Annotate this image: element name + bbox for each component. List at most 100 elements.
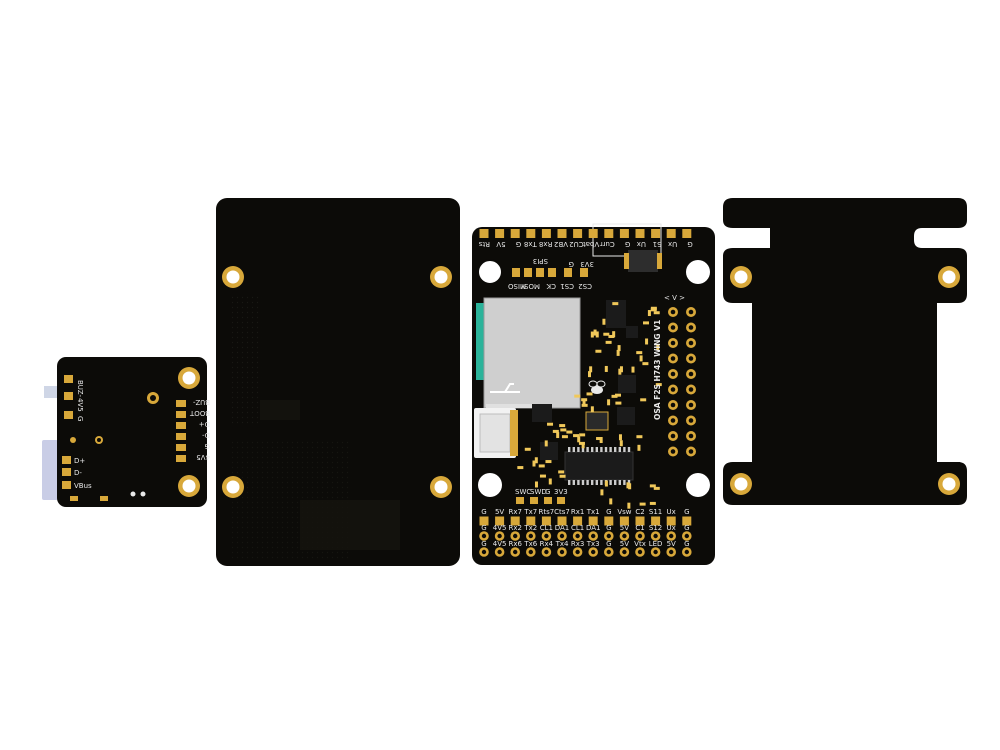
- mcu-pin: [600, 447, 603, 452]
- smd-pad: [637, 444, 641, 451]
- fc-spi-pads: [512, 268, 588, 277]
- fc-bottom-label: 5V: [620, 524, 629, 532]
- smd-pad: [643, 321, 650, 325]
- smd-pad: [595, 349, 602, 353]
- smd-pad: [595, 331, 599, 338]
- smd-pad: [604, 480, 608, 487]
- fc-bottom-label: 5V: [495, 508, 504, 516]
- smd-pad: [653, 486, 660, 490]
- fc-label-g: G: [545, 488, 550, 496]
- smd-pad: [612, 302, 619, 306]
- smd-pad: [603, 332, 610, 336]
- fc-bottom-label: G: [684, 524, 689, 532]
- fc-bottom-pad: [635, 516, 645, 526]
- smd-pad: [615, 401, 622, 405]
- smd-pad: [618, 368, 622, 375]
- sd-card-slot: [476, 297, 581, 409]
- usb-label-dplus: D+: [74, 457, 85, 465]
- fc-bottom-label: S12: [649, 524, 662, 532]
- fc-label-swc: SWC: [515, 488, 531, 496]
- smd-pad: [596, 437, 603, 441]
- fc-top-label: CU2: [569, 240, 583, 248]
- mcu-pin: [586, 447, 589, 452]
- fc-top-label: Tx8: [524, 240, 538, 248]
- fc-spi-label: CS1: [560, 282, 574, 290]
- frame-spacer-plate: [723, 198, 967, 505]
- smd-pad: [547, 422, 554, 426]
- smd-pad: [548, 478, 552, 485]
- smd-pad: [653, 311, 660, 315]
- fc-bottom-label: Rx4: [540, 540, 554, 548]
- fc-top-label: Curr: [600, 240, 615, 248]
- fc-label-3v3: 3V3: [554, 488, 568, 496]
- fc-bottom-label: Rx6: [508, 540, 522, 548]
- jst-connector: [474, 408, 518, 458]
- fc-mount-hole: [686, 260, 710, 284]
- fc-bottom-label: Vsw: [617, 508, 631, 516]
- mcu-pin: [572, 447, 575, 452]
- usb-board: BUZ- 4V5 G BUZ- BOOT D+ D- G 4V5 D+ D- V…: [42, 357, 210, 507]
- mcu-pin: [568, 480, 571, 485]
- usb-c-connector: [42, 440, 58, 500]
- fc-bottom-label: Tx4: [555, 540, 569, 548]
- fc-bottom-pad: [526, 516, 536, 526]
- fc-top-label: Rx8: [539, 240, 552, 248]
- smd-pad: [574, 394, 581, 398]
- fc-top-pad: [651, 229, 661, 238]
- fc-bottom-label: Ux: [667, 508, 676, 516]
- smd-pad: [640, 398, 647, 402]
- smd-pad: [608, 334, 615, 338]
- usb-connector-top: [44, 386, 58, 398]
- mcu-pin: [618, 480, 621, 485]
- mcu-pin: [591, 447, 594, 452]
- fc-top-pad: [588, 229, 598, 238]
- smd-pad: [649, 484, 656, 488]
- fc-label-g-mid: G: [569, 260, 574, 268]
- smd-pad: [577, 436, 581, 443]
- fc-bottom-label: Rx1: [571, 508, 584, 516]
- bee-logo-icon: [588, 380, 606, 394]
- fc-bottom-label: 4V5: [493, 540, 507, 548]
- fc-top-pad: [557, 229, 567, 238]
- smd-pad: [560, 428, 567, 432]
- fc-top-pad: [619, 229, 629, 238]
- smd-pad: [539, 474, 546, 478]
- mcu-chip: [564, 451, 634, 481]
- smd-pad: [534, 481, 538, 488]
- smd-pad: [532, 460, 536, 467]
- fc-top-label: Ux: [668, 240, 677, 248]
- smd-pad: [593, 329, 597, 336]
- smd-pad: [582, 398, 586, 405]
- usb-label-4v5: 4V5: [76, 398, 84, 412]
- usb-right-label: BOOT: [189, 409, 210, 417]
- mcu-pin: [591, 480, 594, 485]
- smd-pad: [636, 351, 643, 355]
- usb-right-label: 4V5: [196, 453, 210, 461]
- smd-pad: [558, 470, 565, 474]
- fc-top-label: S1: [653, 240, 662, 248]
- smd-pad: [615, 393, 622, 397]
- smd-pad: [645, 338, 649, 345]
- smd-pad: [631, 366, 635, 373]
- fc-label-swd: SWD: [530, 488, 547, 496]
- fc-bottom-pad: [573, 516, 583, 526]
- smd-pad: [607, 399, 611, 406]
- fc-arrow-label: < V >: [664, 294, 685, 302]
- fc-bottom-pad: [682, 516, 692, 526]
- smd-pad: [647, 310, 651, 317]
- usb-right-label: D+: [199, 420, 210, 428]
- smd-pad: [626, 482, 630, 489]
- fc-bottom-label: CL1: [540, 524, 553, 532]
- smd-pad: [639, 355, 643, 362]
- fc-top-label: G: [516, 240, 521, 248]
- smd-pad: [639, 502, 646, 506]
- smd-pad: [556, 432, 560, 439]
- fc-bottom-label: 4V5: [493, 524, 507, 532]
- fc-bottom-pad: [651, 516, 661, 526]
- fc-bottom-label: Ux: [667, 524, 676, 532]
- smd-pad: [612, 331, 616, 338]
- fc-bottom-label: Rx3: [571, 540, 584, 548]
- mcu-pin: [604, 447, 608, 452]
